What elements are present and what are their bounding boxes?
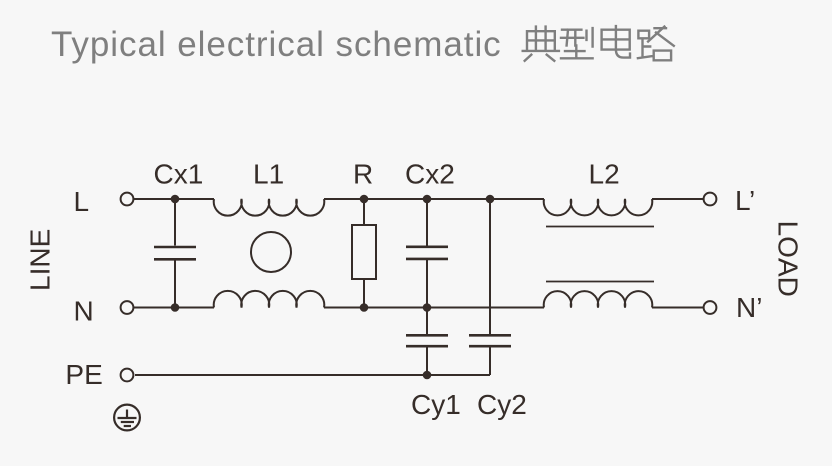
svg-text:Typical electrical schematic: Typical electrical schematic — [51, 25, 502, 64]
svg-text:LINE: LINE — [25, 229, 56, 291]
svg-text:PE: PE — [65, 359, 102, 390]
svg-text:LOAD: LOAD — [773, 221, 804, 297]
svg-text:R: R — [353, 158, 373, 189]
svg-text:Cx2: Cx2 — [405, 158, 455, 189]
svg-text:L: L — [74, 186, 90, 217]
svg-text:Cy1: Cy1 — [411, 389, 461, 420]
svg-text:Cx1: Cx1 — [154, 158, 204, 189]
svg-text:L’: L’ — [735, 185, 755, 216]
svg-text:N: N — [74, 296, 94, 327]
svg-text:Cy2: Cy2 — [477, 389, 527, 420]
svg-text:N’: N’ — [736, 292, 762, 323]
svg-text:L2: L2 — [589, 158, 620, 189]
svg-text:L1: L1 — [253, 158, 284, 189]
